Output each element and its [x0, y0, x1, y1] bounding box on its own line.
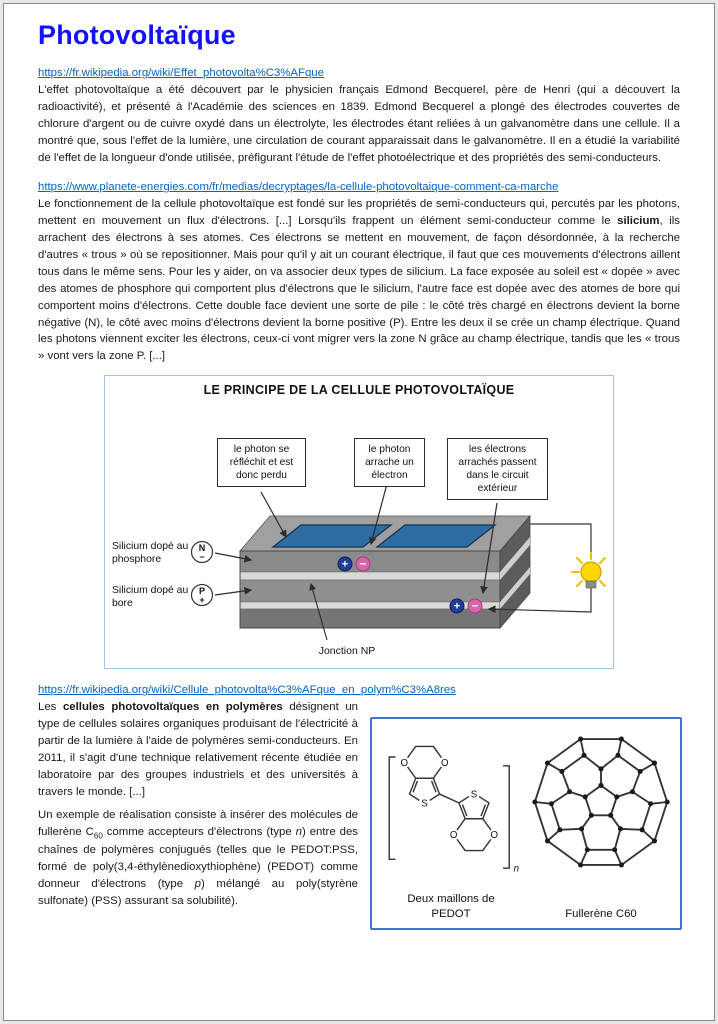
link-cellule-polymeres[interactable]: https://fr.wikipedia.org/wiki/Cellule_ph… — [38, 684, 456, 697]
arrow-to-n-layer — [214, 552, 253, 563]
solar-panel-right — [375, 524, 497, 548]
terminal-p-icon: P + — [190, 584, 214, 607]
document-page: Photovoltaïque https://fr.wikipedia.org/… — [3, 3, 715, 1021]
label-silicium-bore: Silicium dopé au bore — [112, 585, 189, 610]
callout-photon-ejects-electron: le photon arrache un électron — [354, 438, 425, 488]
c60-figure-cell: Fullerène C60 — [526, 727, 676, 922]
callout-arrows — [260, 479, 498, 595]
charge-pair-bottom: + − — [449, 598, 483, 614]
link-planete-energies[interactable]: https://www.planete-energies.com/fr/medi… — [38, 181, 559, 194]
negative-charge-icon — [467, 598, 483, 614]
paragraph-polymer-intro: Les cellules photovoltaïques en polymère… — [38, 699, 358, 800]
svg-text:+: + — [454, 601, 460, 613]
junction-label: Jonction NP — [319, 645, 376, 657]
text-run-sub: 60 — [93, 831, 103, 841]
carbon-vertices — [532, 736, 670, 868]
paragraph-fonctionnement: Le fonctionnement de la cellule photovol… — [38, 196, 680, 365]
text-run: , ils arrachent des électrons à ses atom… — [38, 215, 680, 363]
left-bracket — [388, 756, 396, 861]
paragraph-effet: L'effet photovoltaïque a été découvert p… — [38, 82, 680, 166]
oxygen-atom: O — [400, 758, 408, 769]
cell-side-face — [499, 515, 531, 630]
positive-charge-icon — [449, 598, 465, 614]
positive-charge-icon — [337, 556, 353, 572]
light-bulb-icon — [571, 552, 606, 589]
polymer-section: Les cellules photovoltaïques en polymère… — [38, 699, 682, 931]
text-run: Un exemple de réalisation consiste à ins… — [38, 809, 358, 839]
text-run: ) mélangé au poly(styrène sulfonate) (PS… — [38, 878, 358, 907]
text-run-italic: n — [295, 826, 302, 839]
label-silicium-phosphore: Silicium dopé au phosphore — [112, 541, 189, 566]
right-bracket — [503, 765, 510, 870]
repeat-index-n: n — [514, 864, 519, 875]
pedot-structure-drawing: O O O O S S n — [388, 745, 519, 875]
charge-pair-top: + − — [337, 556, 371, 572]
paragraph-polymer-example: Un exemple de réalisation consiste à ins… — [38, 807, 358, 909]
text-run-bold: cellules photovoltaïques en polymères — [62, 701, 283, 714]
callout-electrons-circuit: les électrons arrachés passent dans le c… — [447, 438, 548, 501]
circuit-wires — [487, 523, 592, 614]
negative-charge-icon — [355, 556, 371, 572]
svg-text:+: + — [199, 595, 204, 605]
text-run-bold: silicium — [617, 215, 660, 228]
oxygen-atom: O — [450, 830, 458, 841]
diagram-title: LE PRINCIPE DE LA CELLULE PHOTOVOLTAÏQUE — [203, 383, 515, 398]
atom-labels: O O O O S S n — [398, 756, 519, 875]
arrow-to-p-layer — [214, 587, 253, 596]
chemistry-figure: O O O O S S n Deux maillons de PEDOT — [370, 717, 682, 931]
terminal-n-icon: N − — [190, 541, 214, 564]
svg-text:−: − — [199, 552, 204, 562]
junction-pointer-line — [309, 583, 328, 641]
solar-cell-diagram: LE PRINCIPE DE LA CELLULE PHOTOVOLTAÏQUE — [104, 375, 614, 670]
text-run: ) entre des chaînes de polymères conjugu… — [38, 826, 359, 891]
link-effet-photovoltaique[interactable]: https://fr.wikipedia.org/wiki/Effet_phot… — [38, 67, 324, 79]
svg-text:+: + — [342, 559, 348, 571]
c60-caption: Fullerène C60 — [565, 908, 637, 921]
oxygen-atom: O — [490, 830, 498, 841]
svg-text:P: P — [199, 586, 205, 596]
sulfur-atom: S — [471, 790, 478, 801]
svg-text:−: − — [360, 559, 366, 571]
pedot-caption: Deux maillons de PEDOT — [407, 893, 495, 921]
page-title: Photovoltaïque — [38, 20, 236, 50]
text-run: comme accepteurs d'électrons (type — [102, 826, 296, 839]
solar-cell-illustration: + − + − — [190, 479, 606, 657]
polymer-text-column: Les cellules photovoltaïques en polymère… — [38, 699, 358, 917]
solar-panel-left — [271, 524, 393, 548]
text-run: L'effet photovoltaïque a été découvert p… — [38, 84, 680, 164]
pedot-figure-cell: O O O O S S n Deux maillons de PEDOT — [376, 727, 526, 922]
text-run: désignent un type de cellules solaires o… — [38, 701, 358, 798]
svg-text:N: N — [199, 543, 206, 553]
fullerene-c60-drawing — [532, 736, 670, 868]
oxygen-atom: O — [441, 758, 449, 769]
text-run-italic: p — [194, 878, 201, 891]
text-run: Les — [38, 701, 63, 714]
svg-text:−: − — [472, 601, 478, 613]
text-run: Le fonctionnement de la cellule photovol… — [38, 198, 680, 228]
callout-photon-reflected: le photon se réfléchit et est donc perdu — [217, 438, 306, 488]
sulfur-atom: S — [421, 799, 428, 810]
